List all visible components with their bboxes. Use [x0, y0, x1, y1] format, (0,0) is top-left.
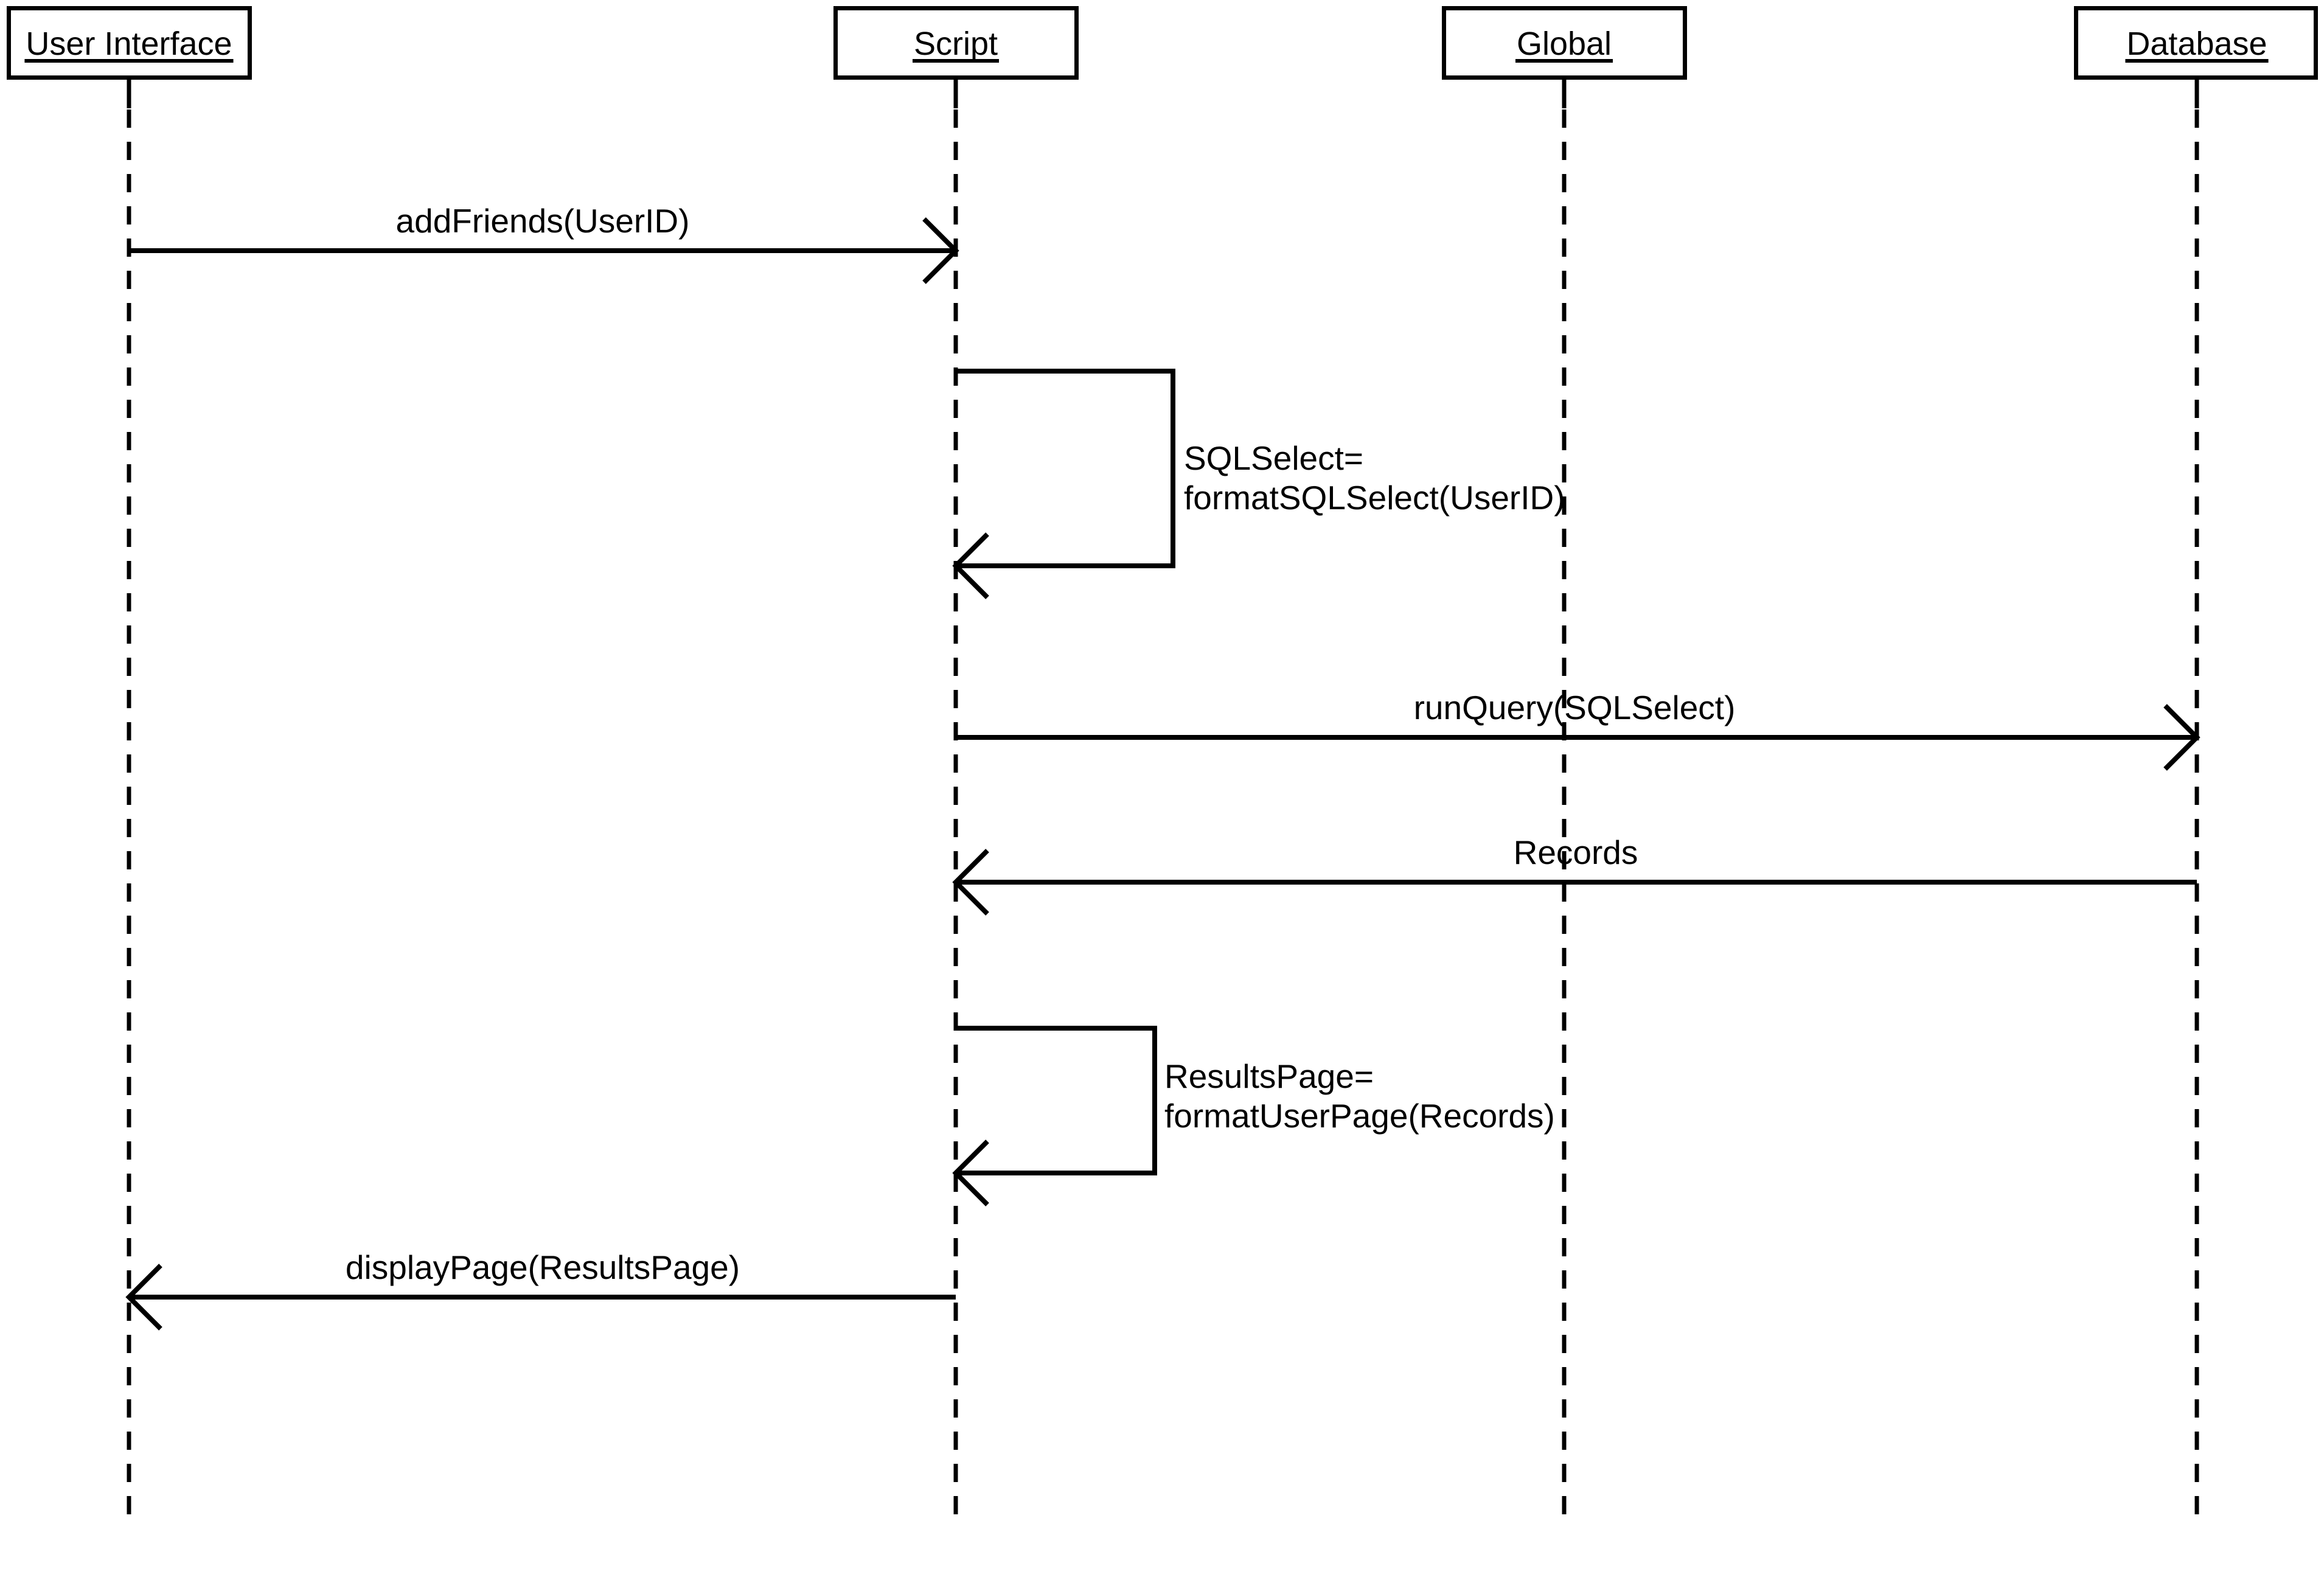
lifeline-box-database[interactable]: [2074, 6, 2318, 80]
message-arrowhead-run-query: [2163, 704, 2200, 771]
message-records[interactable]: Records: [952, 834, 2197, 916]
lifeline-box-script[interactable]: [833, 6, 1079, 80]
lifeline-script[interactable]: Script: [833, 6, 1079, 1522]
self-call-arrowhead-format-user-page: [952, 1140, 989, 1206]
self-call-format-user-page[interactable]: ResultsPage= formatUserPage(Records): [952, 1026, 1555, 1206]
message-label-records: Records: [1514, 834, 1638, 871]
self-call-path-format-sql-select[interactable]: [956, 369, 1175, 568]
self-call-format-sql-select[interactable]: SQLSelect= formatSQLSelect(UserID): [952, 369, 1565, 599]
message-label-display-page: displayPage(ResultsPage): [346, 1248, 740, 1286]
lifeline-user-interface[interactable]: User Interface: [7, 6, 252, 1522]
self-call-label-line2-format-sql-select: formatSQLSelect(UserID): [1184, 479, 1565, 517]
lifeline-global[interactable]: Global: [1442, 6, 1687, 1522]
lifeline-box-global[interactable]: [1442, 6, 1687, 80]
self-call-path-format-user-page[interactable]: [956, 1026, 1157, 1175]
message-label-add-friends: addFriends(UserID): [396, 202, 690, 240]
lifeline-label-global: Global: [1517, 26, 1612, 62]
self-call-arrowhead-format-sql-select: [952, 532, 989, 599]
message-display-page[interactable]: displayPage(ResultsPage): [125, 1248, 956, 1331]
message-run-query[interactable]: runQuery(SQLSelect): [956, 689, 2200, 771]
self-call-label-line2-format-user-page: formatUserPage(Records): [1164, 1097, 1555, 1135]
message-arrowhead-add-friends: [922, 217, 959, 284]
lifeline-label-user-interface: User Interface: [26, 26, 232, 62]
message-arrowhead-records: [952, 849, 989, 916]
message-arrowhead-display-page: [125, 1264, 162, 1331]
self-call-label-line1-format-sql-select: SQLSelect=: [1184, 439, 1363, 477]
message-add-friends[interactable]: addFriends(UserID): [129, 202, 959, 284]
lifeline-database[interactable]: Database: [2074, 6, 2318, 1522]
message-label-run-query: runQuery(SQLSelect): [1414, 689, 1736, 726]
lifeline-box-user-interface[interactable]: [7, 6, 252, 80]
lifeline-label-database: Database: [2126, 26, 2267, 62]
lifeline-label-script: Script: [914, 26, 998, 62]
self-call-label-line1-format-user-page: ResultsPage=: [1164, 1057, 1374, 1095]
